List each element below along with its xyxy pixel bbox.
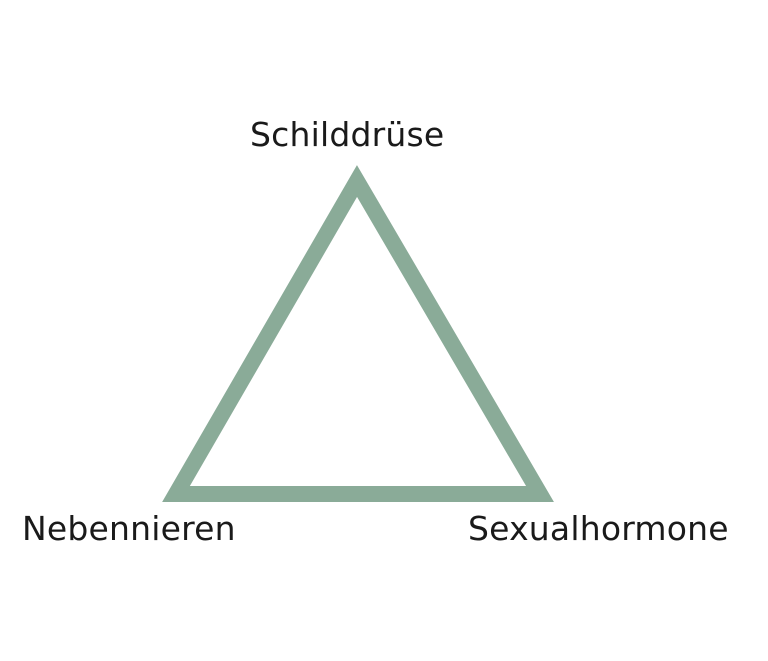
label-thyroid: Schilddrüse (250, 115, 445, 154)
triangle-outline (162, 165, 554, 502)
label-sex-hormones: Sexualhormone (468, 509, 729, 548)
label-adrenal-glands: Nebennieren (22, 509, 236, 548)
